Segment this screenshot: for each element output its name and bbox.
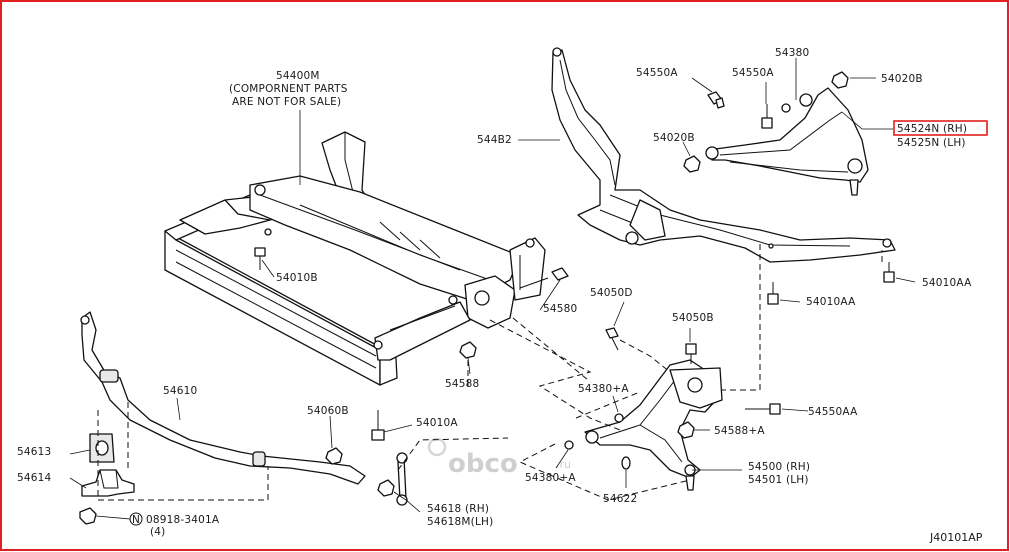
label-54550a-2: 54550A (732, 67, 774, 79)
label-54020b-1: 54020B (881, 73, 923, 85)
label-544b2: 544B2 (477, 134, 512, 146)
label-54618m-lh: 54618M(LH) (427, 516, 493, 528)
label-54524n: 54524N (RH) (897, 123, 967, 135)
label-54501-lh: 54501 (LH) (748, 474, 809, 486)
label-54010aa-2: 54010AA (806, 296, 856, 308)
diagram-reference: J40101AP (929, 531, 983, 544)
label-54610: 54610 (163, 385, 197, 397)
label-54580: 54580 (543, 303, 577, 315)
dashed-lines (97, 244, 883, 501)
watermark-brand: obco (448, 449, 518, 479)
bushing-drawing (89, 433, 115, 463)
label-08918: 08918-3401A (146, 514, 220, 526)
label-54613: 54613 (17, 446, 51, 458)
label-08918-n: N (132, 514, 140, 526)
label-54020b-2: 54020B (653, 132, 695, 144)
label-54622: 54622 (603, 493, 637, 505)
label-54050b: 54050B (672, 312, 714, 324)
label-54525n: 54525N (LH) (897, 137, 966, 149)
subframe-drawing (164, 131, 546, 386)
watermark: obco .ru (427, 437, 571, 479)
part-labels: 54400M (COMPORNENT PARTS ARE NOT FOR SAL… (17, 47, 988, 544)
clamp-drawing (81, 469, 135, 497)
member-544b2-drawing (551, 47, 896, 263)
fasteners (79, 71, 895, 525)
label-54380a-1: 54380+A (578, 383, 629, 395)
label-08918-qty: (4) (150, 526, 165, 538)
label-54500-rh: 54500 (RH) (748, 461, 810, 473)
label-54010aa-1: 54010AA (922, 277, 972, 289)
label-54380: 54380 (775, 47, 809, 59)
label-54060b: 54060B (307, 405, 349, 417)
label-54588: 54588 (445, 378, 479, 390)
n-circle-icon (129, 512, 143, 526)
stabilizer-bar-drawing (80, 311, 366, 485)
upper-arm-drawing (705, 87, 869, 196)
watermark-suffix: .ru (556, 458, 571, 471)
label-54618-rh: 54618 (RH) (427, 503, 489, 515)
label-54588a: 54588+A (714, 425, 765, 437)
leader-lines (69, 58, 916, 520)
label-54400m-note1: (COMPORNENT PARTS (229, 83, 348, 95)
label-54550a-1: 54550A (636, 67, 678, 79)
label-54010a: 54010A (416, 417, 458, 429)
label-54380a-2: 54380+A (525, 472, 576, 484)
label-54400m-note2: ARE NOT FOR SALE) (232, 96, 341, 108)
label-54050d: 54050D (590, 287, 633, 299)
highlight-54524n (893, 120, 988, 136)
lower-arm-drawing (584, 359, 723, 491)
label-54010b: 54010B (276, 272, 318, 284)
label-54614: 54614 (17, 472, 52, 484)
label-54400m: 54400M (276, 70, 320, 82)
label-54550aa: 54550AA (808, 406, 858, 418)
